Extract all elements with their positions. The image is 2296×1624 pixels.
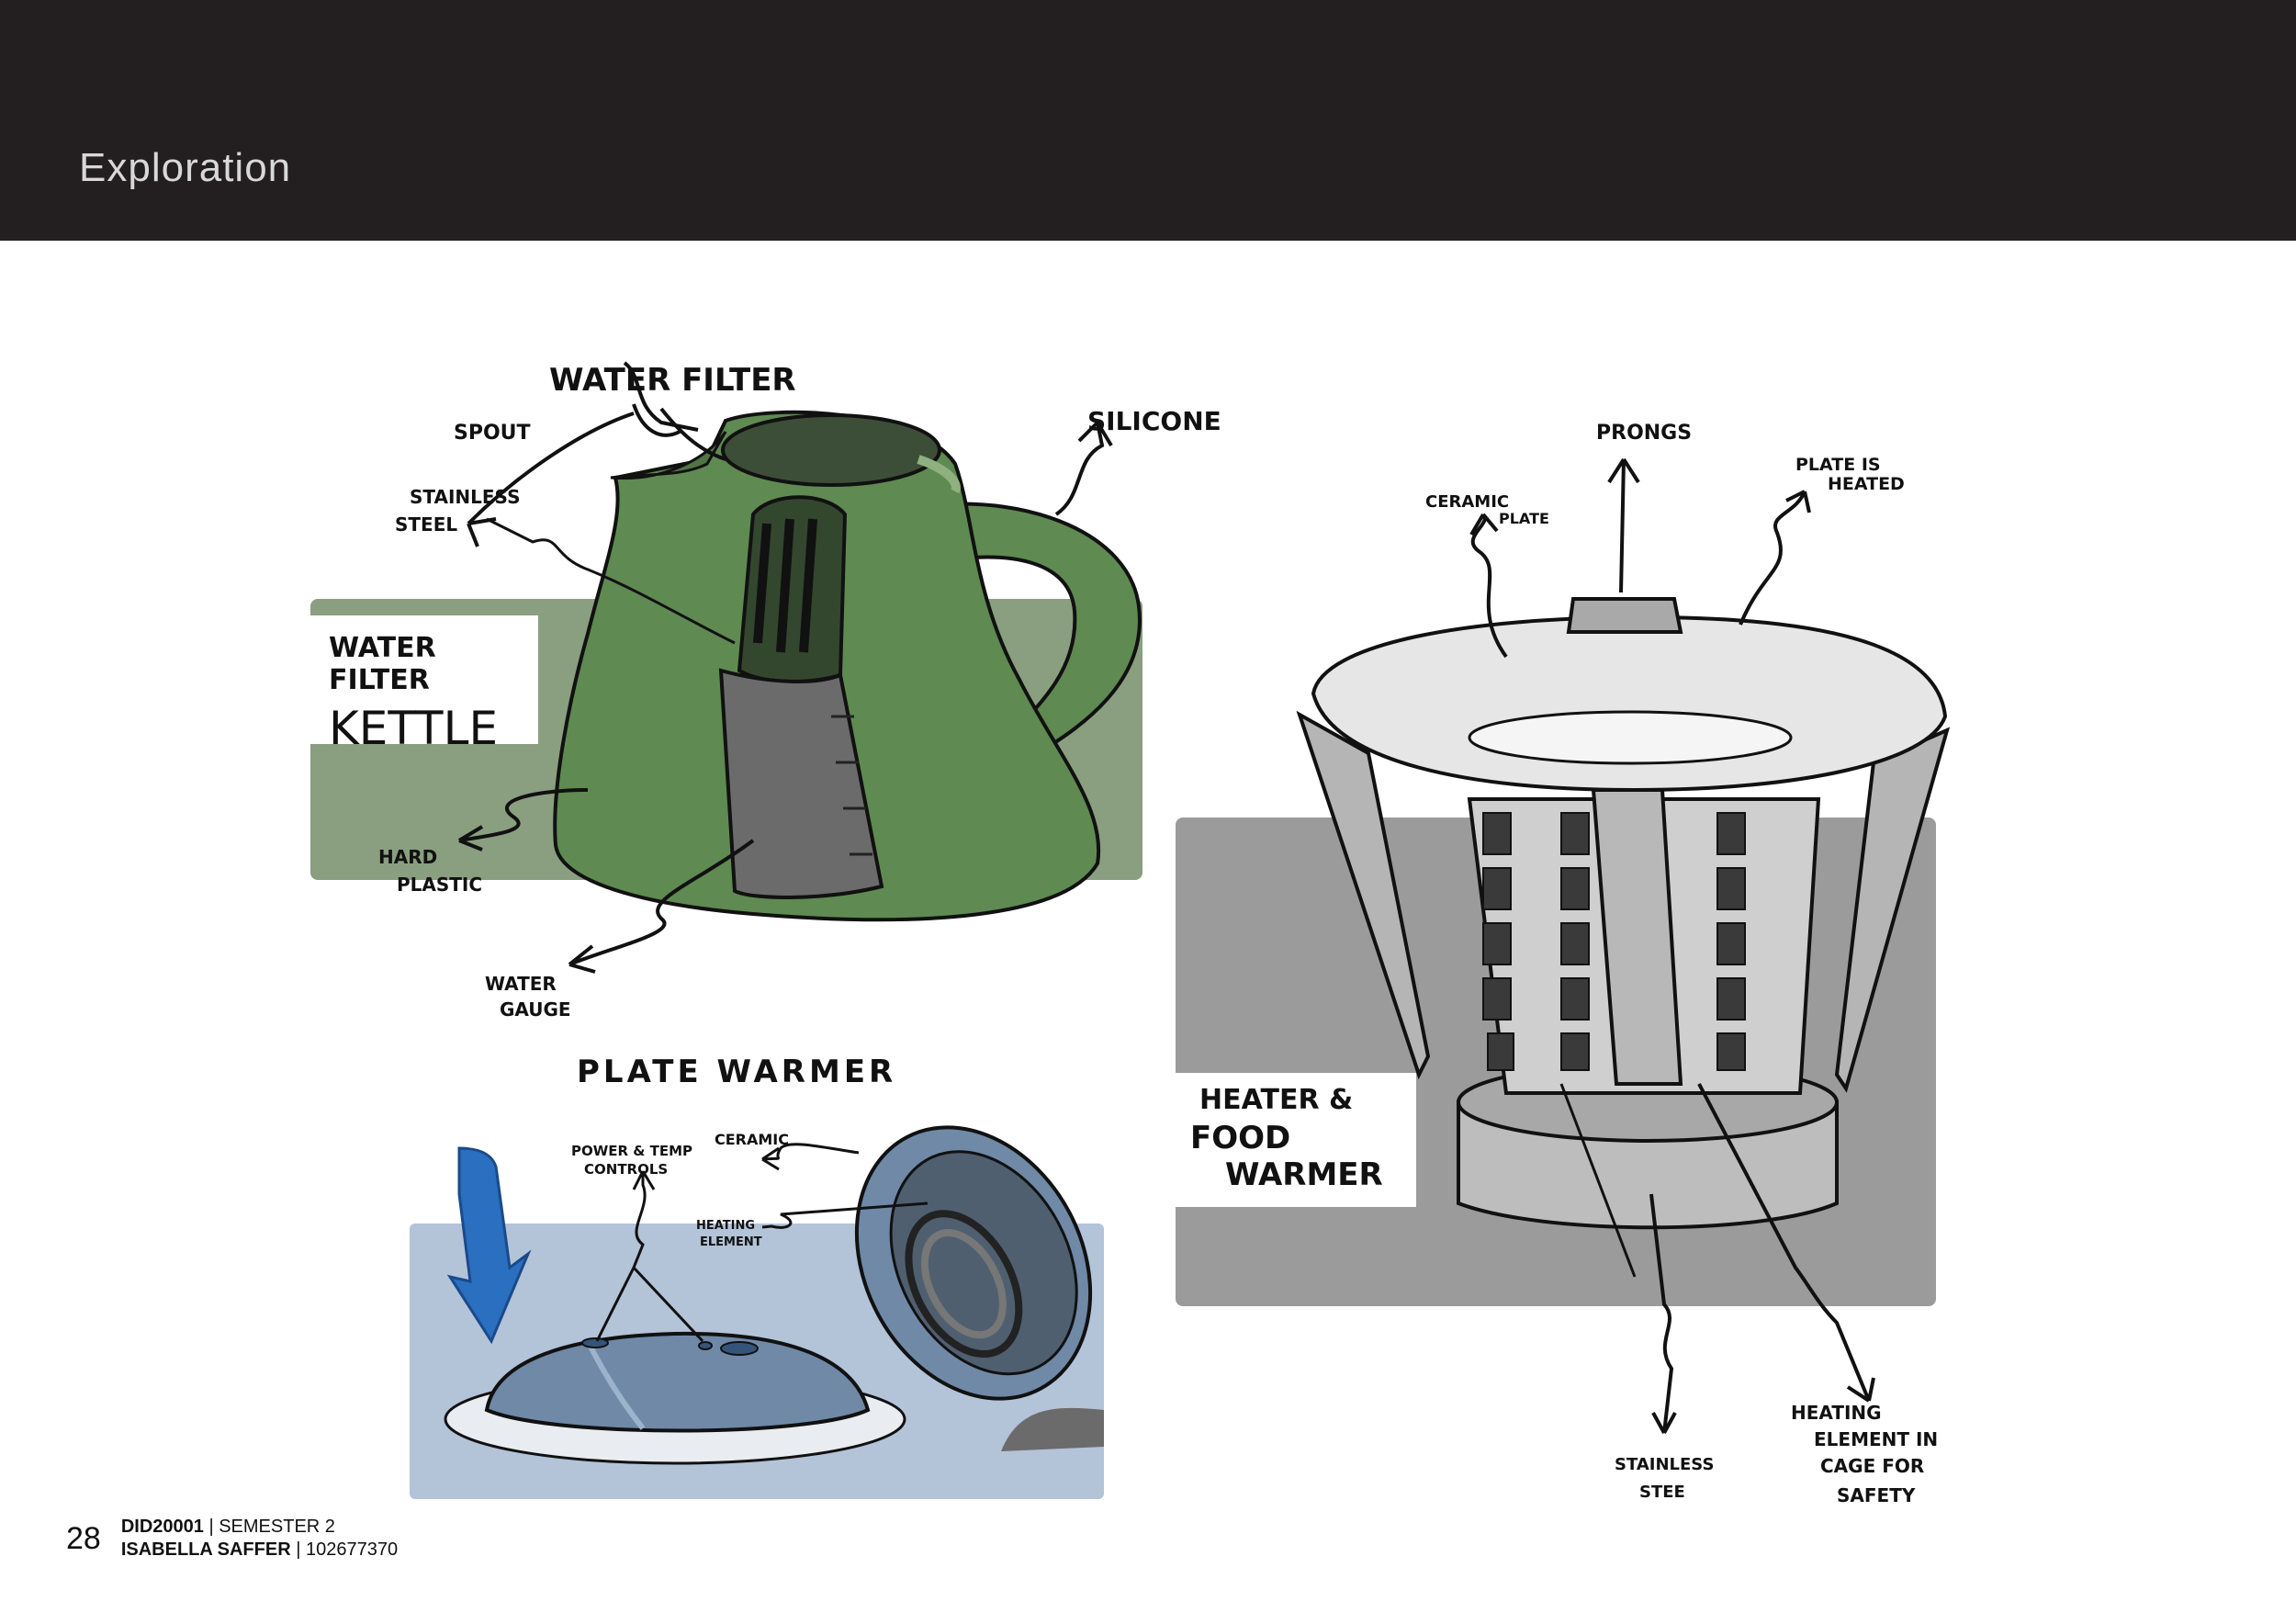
label-gauge-2: GAUGE: [500, 998, 571, 1021]
label-heating-3: CAGE FOR: [1820, 1455, 1924, 1477]
stainless-arrow: [467, 412, 635, 525]
plate-warmer-base: [484, 1331, 871, 1433]
label-stainless-2: STEE: [1639, 1483, 1685, 1502]
gauge-arrow: [568, 839, 755, 974]
label-prongs: PRONGS: [1596, 422, 1692, 445]
heater-title-box: HEATER & FOOD WARMER: [1176, 1073, 1416, 1207]
lid-shadow: [1001, 1407, 1104, 1451]
kettle-gauge-ticks: [831, 715, 872, 856]
author-name: ISABELLA SAFFER: [120, 1539, 291, 1560]
label-plate-2: HEATED: [1828, 474, 1905, 494]
kettle-spout: [610, 431, 727, 480]
plate-warmer-illustration: PLATE WARMER POWER & TEMP CONTROLS CERAM…: [410, 1054, 1104, 1499]
label-ceramic-1: CERAMIC: [1425, 492, 1509, 512]
prongs-arrow: [1607, 457, 1640, 593]
label-power-1: POWER & TEMP: [571, 1143, 692, 1159]
hard-plastic-arrow: [457, 788, 589, 851]
kettle-silicone-rim: [917, 455, 961, 494]
ceramic-plate-arrow: [1469, 513, 1508, 659]
stainless-arrowhead: [467, 517, 497, 547]
kettle-title-line1: WATER FILTER: [329, 632, 436, 696]
heater-illustration: PRONGS PLATE IS HEATED CERAMIC PLATE STA…: [1176, 422, 1951, 1506]
semester: | SEMESTER 2: [208, 1517, 335, 1537]
label-plate-1: PLATE IS: [1795, 455, 1881, 475]
page-number: 28: [66, 1520, 101, 1556]
kettle-water-gauge: [718, 668, 884, 899]
heating-arrow: [761, 1201, 929, 1229]
heater-title-line2: FOOD: [1190, 1120, 1291, 1156]
prong-left: [1296, 710, 1431, 1080]
controls-arrow: [595, 1170, 704, 1343]
plate-warmer-highlight: [585, 1339, 646, 1430]
plate-warmer-lid: [854, 1125, 1093, 1401]
label-stainless-1: STAINLESS: [1615, 1455, 1714, 1474]
label-heating-1: HEATING: [696, 1219, 755, 1233]
kettle-filter-slots: [753, 518, 817, 653]
label-power-2: CONTROLS: [584, 1161, 668, 1178]
top-prong: [1566, 597, 1683, 634]
label-hard-2: PLASTIC: [397, 874, 482, 896]
temp-dial: [720, 1341, 759, 1356]
silicone-arrow: [1054, 421, 1113, 516]
label-heating-2: ELEMENT IN: [1814, 1428, 1938, 1450]
label-heating-1: HEATING: [1791, 1402, 1882, 1424]
plate-heated-arrow: [1739, 490, 1811, 626]
water-filter-arrow: [632, 403, 726, 461]
stainless-steel-arrow: [1649, 1193, 1677, 1434]
label-silicone: SILICONE: [1087, 406, 1221, 436]
heater-title-line1: HEATER &: [1199, 1084, 1354, 1116]
course-code: DID20001: [120, 1517, 204, 1537]
ceramic-arrow: [761, 1143, 860, 1171]
label-water-filter: WATER FILTER: [549, 362, 796, 399]
kettle-opening: [721, 413, 941, 487]
ceramic-top-plate: [1311, 615, 1948, 793]
footer: 28 DID20001 | SEMESTER 2 ISABELLA SAFFER…: [66, 1516, 398, 1562]
label-stainless-1: STAINLESS: [410, 486, 520, 508]
student-id: | 102677370: [296, 1539, 399, 1560]
footer-info: DID20001 | SEMESTER 2 ISABELLA SAFFER | …: [121, 1516, 398, 1562]
plate-warmer-title: PLATE WARMER: [577, 1054, 896, 1090]
kettle-title-line2: KETTLE: [329, 702, 499, 755]
heated-plate-area: [1468, 710, 1793, 765]
spout-arrow: [623, 361, 699, 432]
label-heating-2: ELEMENT: [700, 1235, 762, 1249]
cage-windows: [1482, 812, 1746, 1071]
heating-cage-leader: [1559, 1083, 1637, 1278]
label-ceramic: CERAMIC: [715, 1131, 789, 1148]
label-gauge-1: WATER: [485, 973, 557, 995]
label-spout: SPOUT: [454, 422, 531, 445]
label-hard-1: HARD: [378, 846, 437, 868]
heater-title-line3: WARMER: [1225, 1156, 1383, 1193]
label-heating-4: SAFETY: [1837, 1484, 1916, 1506]
kettle-title-box: WATER FILTER KETTLE: [310, 615, 538, 755]
heating-cage-arrow: [1697, 1083, 1875, 1403]
label-ceramic-2: PLATE: [1499, 510, 1549, 527]
page-title: Exploration: [79, 145, 292, 190]
power-button: [581, 1337, 609, 1348]
stainless-leader: [486, 517, 736, 645]
header-bar: [0, 0, 2296, 241]
blue-arrow-icon: [446, 1146, 532, 1345]
indicator-light: [698, 1341, 713, 1350]
label-stainless-2: STEEL: [395, 513, 457, 536]
